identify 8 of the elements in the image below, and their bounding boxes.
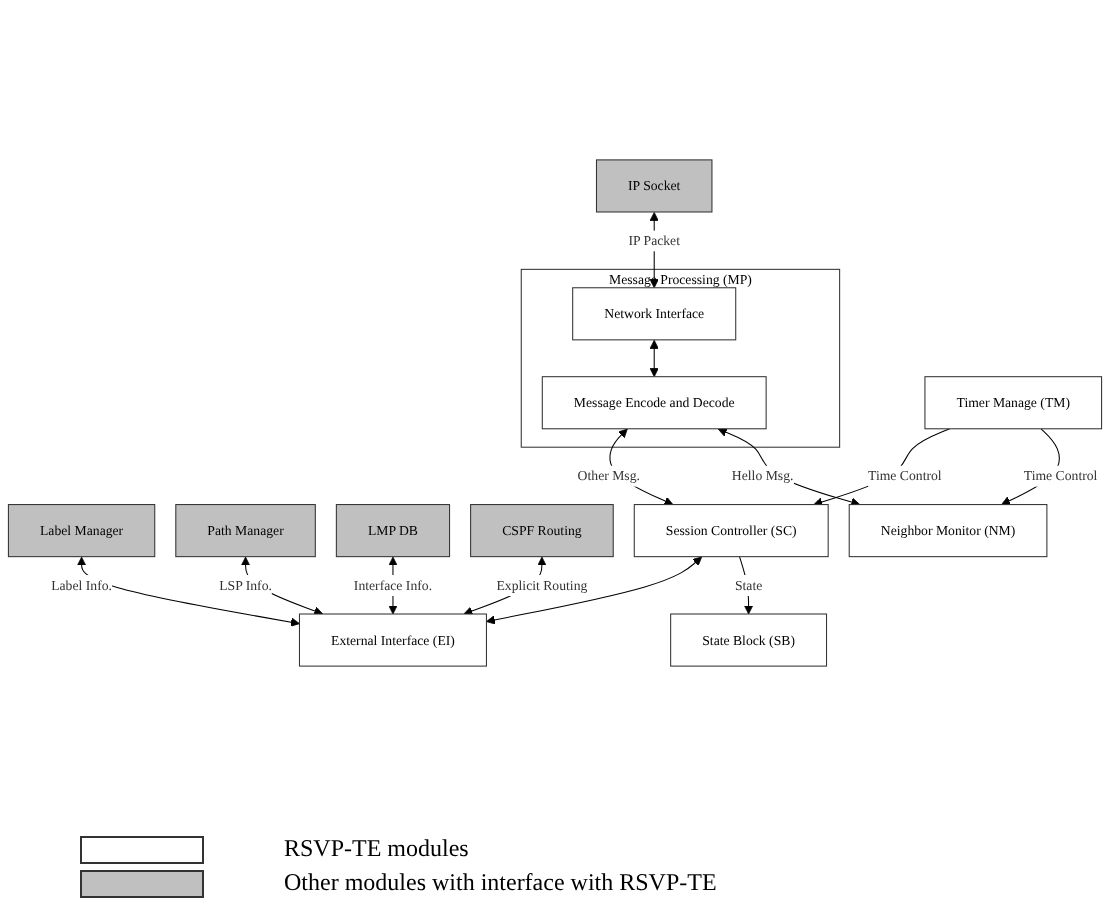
- arrow: [76, 556, 300, 627]
- legend-text: RSVP-TE modules: [284, 834, 469, 864]
- arrow: [738, 556, 754, 615]
- arrow: [813, 428, 951, 507]
- legend-text: Other modules with interface with RSVP-TE: [284, 868, 717, 898]
- arrow: [649, 339, 659, 378]
- arrow: [717, 427, 861, 507]
- arrow: [486, 556, 703, 625]
